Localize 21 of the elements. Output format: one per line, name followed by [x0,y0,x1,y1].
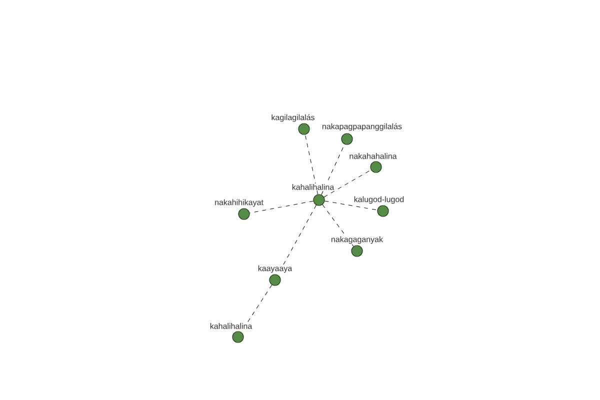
node-circle [370,161,382,173]
node-label: kagilagilalás [270,114,316,122]
dashed-line [324,170,372,198]
node-circle [269,274,281,286]
node-circle [232,331,244,343]
node-label: nakahihikayat [214,198,264,208]
node-circle [351,245,363,257]
dashed-line [240,284,272,332]
node-label: nakagaganyak [330,236,384,244]
node-circle [377,205,389,217]
node-label: kaayaaya [257,264,293,274]
dashed-line [304,134,318,195]
node-circle [341,133,353,145]
node-label: kalugod-lugod [353,196,405,204]
node-circle [238,208,250,220]
node-label: nakapagpapanggilalás [321,122,403,132]
node-circle [313,194,325,206]
dashed-line [324,200,378,210]
dashed-line [322,204,354,247]
dashed-line [249,200,314,214]
node-circle [298,123,310,135]
